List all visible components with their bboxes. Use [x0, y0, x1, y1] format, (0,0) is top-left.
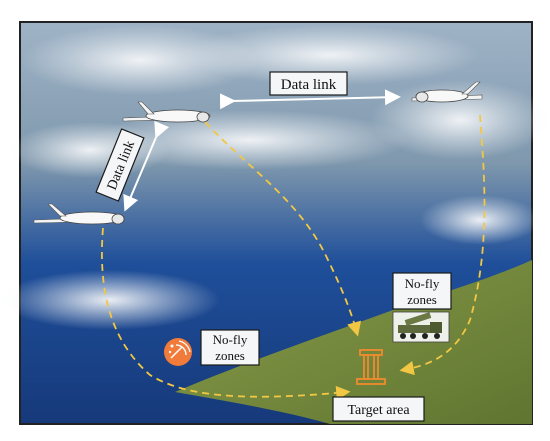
- target-area-label-text: Target area: [347, 403, 410, 418]
- radar-icon: [164, 338, 192, 366]
- data-link-arrow-diagonal: [123, 120, 170, 212]
- no-fly-label-left-box: [200, 329, 260, 366]
- data-link-arrow-horizontal: [219, 89, 401, 110]
- cloud: [90, 110, 410, 170]
- drone-icon: [33, 203, 125, 225]
- data-link-label-top: Data link: [269, 71, 348, 96]
- flight-path-right: [399, 114, 486, 376]
- no-fly-label-right-box: [392, 272, 452, 310]
- drone-icon: [122, 101, 211, 123]
- missile-launcher-icon: [392, 311, 450, 343]
- no-fly-label-right-line2: zones: [407, 292, 437, 307]
- no-fly-label-left-line2: zones: [215, 348, 245, 363]
- data-link-arrows: [123, 89, 401, 212]
- no-fly-zone-left: No-fly zones: [164, 329, 260, 366]
- cloud: [420, 195, 540, 245]
- flight-path-center: [204, 121, 362, 337]
- cloud: [180, 25, 480, 85]
- no-fly-label-right-line1: No-fly: [405, 276, 440, 291]
- no-fly-zone-right: No-fly zones: [392, 272, 452, 343]
- drone-icon: [411, 81, 483, 103]
- no-fly-label-left-line1: No-fly: [213, 332, 248, 347]
- cloud: [10, 122, 170, 178]
- cloud: [0, 270, 220, 330]
- data-link-label-top-text: Data link: [281, 77, 337, 93]
- flight-path-left: [101, 227, 351, 401]
- target-tower-icon: [356, 349, 386, 385]
- target-area-label: Target area: [332, 396, 425, 422]
- flight-paths: [101, 114, 486, 401]
